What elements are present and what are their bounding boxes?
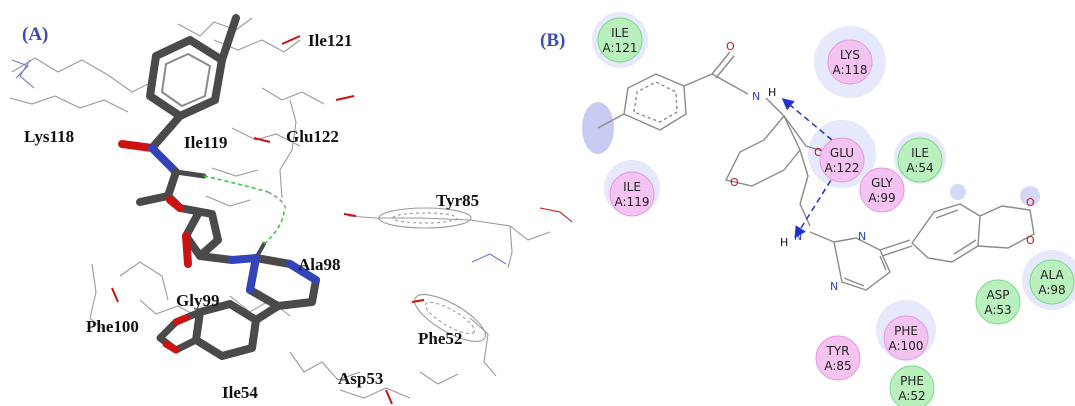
residue-name: ASP [986, 288, 1009, 302]
label-gly99: Gly99 [176, 291, 219, 310]
residue-tyr85: TYR A:85 [815, 335, 861, 381]
label-ile54: Ile54 [222, 383, 258, 402]
atom-oxygen-dioxole-top: O [1026, 196, 1035, 209]
atom-oxygen-ring-left: O [730, 176, 739, 189]
residue-name: LYS [840, 48, 860, 62]
residue-number: A:100 [889, 339, 924, 353]
label-ala98: Ala98 [298, 255, 341, 274]
residue-glu122: GLU A:122 [819, 137, 865, 183]
atom-nitrogen-upper: N [752, 90, 760, 103]
atom-labels: O N H O O H N N N O O [726, 40, 1035, 293]
label-lys118: Lys118 [24, 127, 74, 146]
residue-phe52: PHE A:52 [889, 365, 935, 406]
label-ile121: Ile121 [308, 31, 352, 50]
residue-name: GLY [871, 176, 893, 190]
panel-a-label: (A) [22, 24, 48, 45]
residue-name: ALA [1040, 268, 1064, 282]
residue-number: A:85 [824, 359, 851, 373]
panel-a: (A) [9, 14, 573, 405]
residue-name: PHE [900, 374, 924, 388]
residue-asp53: ASP A:53 [975, 279, 1021, 325]
label-asp53: Asp53 [338, 369, 383, 388]
residue-number: A:122 [825, 161, 860, 175]
residue-number: A:118 [833, 63, 868, 77]
label-phe52: Phe52 [418, 329, 462, 348]
residue-number: A:121 [603, 41, 638, 55]
hbonds-panel-a [203, 175, 287, 245]
atom-nitrogen-pyrimidine-top: N [858, 230, 866, 243]
residue-number: A:98 [1038, 283, 1065, 297]
residue-ile119: ILE A:119 [609, 171, 655, 217]
residue-number: A:99 [868, 191, 895, 205]
residue-name: PHE [894, 324, 918, 338]
residue-gly99: GLY A:99 [859, 167, 905, 213]
ligand-sticks [118, 14, 320, 360]
protein-wireframe [9, 17, 573, 405]
label-ile119: Ile119 [184, 133, 227, 152]
residue-phe100: PHE A:100 [883, 315, 929, 361]
hbonds-panel-b [781, 98, 837, 239]
residue-number: A:119 [615, 195, 650, 209]
atom-hydrogen-lower: H [780, 236, 788, 249]
residue-discs: ILE A:121 LYS A:118 GLU A:122 ILE A:54 [597, 17, 1075, 406]
panel-b-label: (B) [540, 30, 565, 51]
residue-name: ILE [911, 146, 929, 160]
atom-oxygen-ring-right: O [814, 146, 823, 159]
atom-oxygen-carbonyl: O [726, 40, 735, 53]
residue-number: A:52 [898, 389, 925, 403]
panel-b: (B) [540, 12, 1075, 406]
residue-name: TYR [826, 344, 850, 358]
residue-name: ILE [611, 26, 629, 40]
residue-ile121: ILE A:121 [597, 17, 643, 63]
residue-lys118: LYS A:118 [827, 39, 873, 85]
label-glu122: Glu122 [286, 127, 339, 146]
residue-number: A:54 [906, 161, 933, 175]
residue-number: A:53 [984, 303, 1011, 317]
residue-ala98: ALA A:98 [1029, 259, 1075, 305]
atom-nitrogen-pyrimidine-bottom: N [830, 280, 838, 293]
residue-name: ILE [623, 180, 641, 194]
atom-oxygen-dioxole-bottom: O [1026, 234, 1035, 247]
ligand-2d [597, 51, 1035, 291]
atom-hydrogen-upper: H [768, 86, 776, 99]
label-tyr85: Tyr85 [436, 191, 479, 210]
residue-name: GLU [830, 146, 854, 160]
residue-labels-a: Ile121 Lys118 Ile119 Glu122 Tyr85 Ala98 … [24, 31, 479, 402]
residue-ile54: ILE A:54 [897, 137, 943, 183]
label-phe100: Phe100 [86, 317, 139, 336]
